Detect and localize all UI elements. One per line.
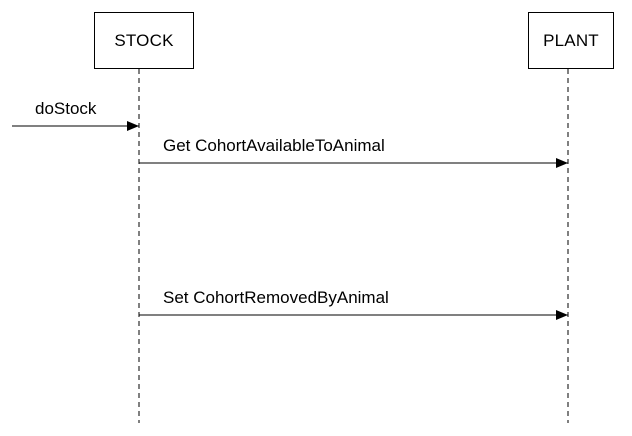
plant-lifeline-label: PLANT [543, 30, 599, 50]
stock-lifeline-label: STOCK [114, 30, 174, 50]
plant-lifeline-box: PLANT [528, 12, 614, 69]
dostock-message-label: doStock [35, 99, 97, 118]
set-cohort-message-label: Set CohortRemovedByAnimal [163, 288, 389, 307]
stock-lifeline-box: STOCK [94, 12, 194, 69]
get-cohort-message-label: Get CohortAvailableToAnimal [163, 136, 385, 155]
